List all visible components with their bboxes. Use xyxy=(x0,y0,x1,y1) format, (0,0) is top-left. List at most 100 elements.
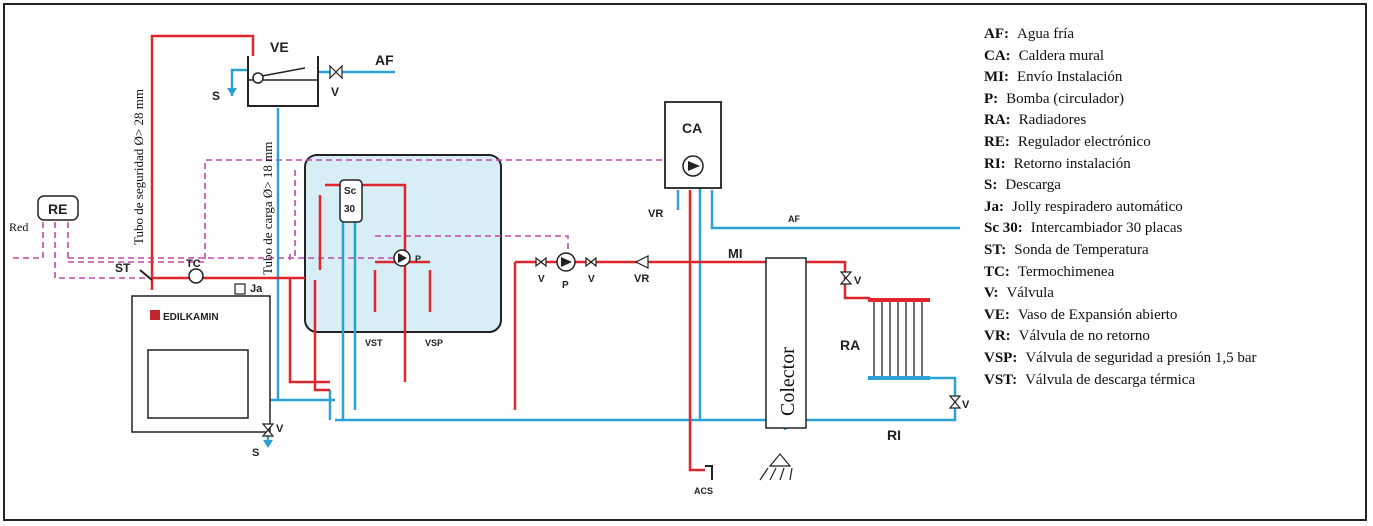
legend-code: V: xyxy=(984,285,999,302)
legend-item: RA: Radiadores xyxy=(984,110,1364,132)
label-sc-num: 30 xyxy=(344,204,356,215)
legend-item: Ja: Jolly respiradero automático xyxy=(984,197,1364,219)
legend-code: P: xyxy=(984,90,999,107)
label-p-tank: P xyxy=(415,254,421,264)
label-af-ca: AF xyxy=(788,214,800,224)
legend-desc: Caldera mural xyxy=(1018,47,1105,64)
tc-sensor xyxy=(188,268,204,284)
legend-desc: Válvula xyxy=(1006,285,1054,302)
label-colector: Colector xyxy=(777,347,799,416)
label-v-ra-top: V xyxy=(854,275,862,287)
label-af-top: AF xyxy=(375,52,394,68)
legend-code: Ja: xyxy=(984,198,1004,215)
legend-desc: Jolly respiradero automático xyxy=(1012,198,1183,215)
acs-tap xyxy=(705,465,713,480)
legend-item: VR: Válvula de no retorno xyxy=(984,326,1364,348)
legend-item: VSP: Válvula de seguridad a presión 1,5 b… xyxy=(984,348,1364,370)
legend-item: S: Descarga xyxy=(984,175,1364,197)
legend-desc: Intercambiador 30 placas xyxy=(1030,220,1183,237)
label-ra: RA xyxy=(840,337,860,353)
main-pump-group xyxy=(535,252,649,272)
legend-code: VR: xyxy=(984,328,1011,345)
legend-desc: Bomba (circulador) xyxy=(1006,90,1125,107)
label-ve: VE xyxy=(270,39,289,55)
collector xyxy=(765,257,807,429)
legend-desc: Agua fría xyxy=(1017,26,1075,42)
valve-ra-top xyxy=(839,271,853,285)
label-vr-main: VR xyxy=(634,273,649,285)
label-acs: ACS xyxy=(694,486,713,496)
legend-desc: Sonda de Temperatura xyxy=(1014,241,1149,258)
heat-exchanger xyxy=(339,179,363,223)
label-s-bottom: S xyxy=(252,447,259,459)
legend-desc: Válvula de seguridad a presión 1,5 bar xyxy=(1025,349,1257,366)
legend-code: VSP: xyxy=(984,349,1018,366)
legend-code: ST: xyxy=(984,241,1007,258)
legend-desc: Retorno instalación xyxy=(1013,155,1131,172)
legend-desc: Regulador electrónico xyxy=(1017,133,1151,150)
legend-item: MI: Envío Instalación xyxy=(984,67,1364,89)
label-ca: CA xyxy=(682,120,702,136)
st-sensor xyxy=(139,269,153,281)
signal-lines xyxy=(12,159,662,279)
label-st: ST xyxy=(115,261,131,275)
legend-desc: Descarga xyxy=(1005,177,1061,194)
legend-item: TC: Termochimenea xyxy=(984,262,1364,284)
label-vst: VST xyxy=(365,338,383,348)
legend-item: Sc 30: Intercambiador 30 placas xyxy=(984,218,1364,240)
legend-code: TC: xyxy=(984,263,1010,280)
label-mi: MI xyxy=(728,246,742,261)
legend-desc: Radiadores xyxy=(1018,112,1087,129)
label-ri: RI xyxy=(887,427,901,443)
legend-desc: Envío Instalación xyxy=(1017,69,1123,86)
legend-item: VST: Válvula de descarga térmica xyxy=(984,370,1364,392)
label-tc: TC xyxy=(186,258,201,270)
legend-desc: Válvula de descarga térmica xyxy=(1025,371,1196,388)
legend-code: RE: xyxy=(984,133,1010,150)
legend-item: CA: Caldera mural xyxy=(984,46,1364,68)
legend-item: RI: Retorno instalación xyxy=(984,154,1364,176)
legend-item: P: Bomba (circulador) xyxy=(984,89,1364,111)
valve-s-bottom xyxy=(261,423,275,437)
legend-code: VST: xyxy=(984,371,1018,388)
expansion-vessel xyxy=(247,56,319,107)
thermo-fireplace xyxy=(131,283,271,433)
legend-desc: Válvula de no retorno xyxy=(1018,328,1150,345)
legend-item: V: Válvula xyxy=(984,283,1364,305)
label-brand: EDILKAMIN xyxy=(163,312,219,323)
label-tube-load: Tubo de carga Ø> 18 mm xyxy=(260,142,275,275)
label-v-bottom: V xyxy=(276,423,284,435)
legend-item: AF: Agua fría xyxy=(984,24,1364,46)
label-v-ra-bottom: V xyxy=(962,399,970,411)
shower xyxy=(759,453,793,481)
label-p-pump2: P xyxy=(562,280,569,291)
legend-item: RE: Regulador electrónico xyxy=(984,132,1364,154)
hot-water-lines xyxy=(150,34,870,472)
wall-boiler xyxy=(664,101,722,189)
legend-code: RA: xyxy=(984,112,1011,129)
label-vr-ca: VR xyxy=(648,208,663,220)
label-v-top: V xyxy=(331,85,339,99)
label-sc: Sc xyxy=(344,186,357,197)
legend-code: CA: xyxy=(984,47,1011,64)
label-re: RE xyxy=(48,201,67,217)
valve-af xyxy=(329,64,343,80)
radiator xyxy=(868,298,930,380)
label-tube-safety: Tubo de seguridad Ø> 28 mm xyxy=(131,89,146,245)
storage-tank xyxy=(304,154,502,333)
re-box xyxy=(37,195,79,221)
label-s-top: S xyxy=(212,89,220,103)
legend-code: MI: xyxy=(984,69,1009,86)
label-v-pump1: V xyxy=(538,274,545,285)
legend-desc: Vaso de Expansión abierto xyxy=(1017,306,1178,323)
legend-desc: Termochimenea xyxy=(1017,263,1115,280)
legend-code: AF: xyxy=(984,26,1009,42)
legend-code: Sc 30: xyxy=(984,220,1023,237)
legend-code: S: xyxy=(984,177,998,194)
legend-item: ST: Sonda de Temperatura xyxy=(984,240,1364,262)
label-v-pump2: V xyxy=(588,274,595,285)
legend-code: RI: xyxy=(984,155,1006,172)
legend-item: VE:Vaso de Expansión abierto xyxy=(984,305,1364,327)
